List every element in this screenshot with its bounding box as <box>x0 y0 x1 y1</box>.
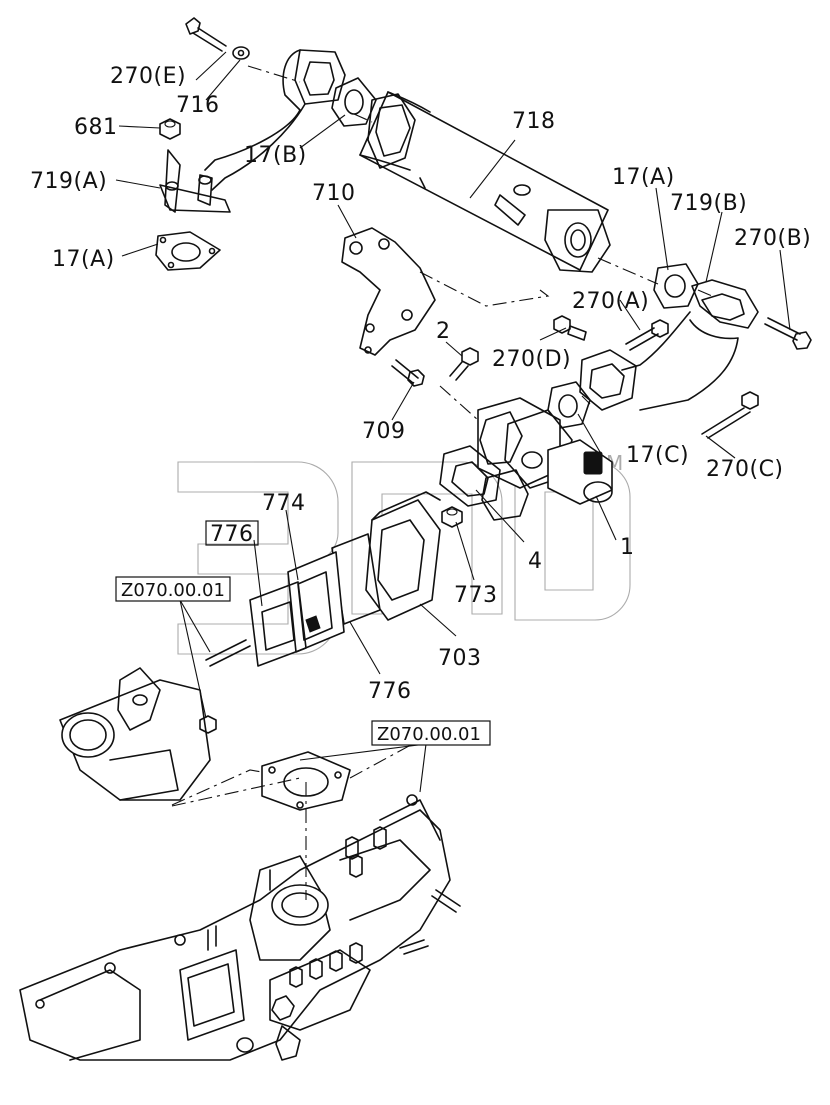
egr-valve <box>477 397 613 505</box>
leader-lines <box>115 51 791 793</box>
nut-681 <box>159 118 181 140</box>
callout-17a-right: 17(A) <box>612 165 675 190</box>
bolt-2 <box>449 347 479 381</box>
reference-box-lower[interactable]: Z070.00.01 <box>371 720 491 746</box>
callout-17b: 17(B) <box>244 143 307 168</box>
callout-703: 703 <box>438 646 482 671</box>
bolt-270d <box>553 315 587 341</box>
adapter-703 <box>365 491 441 621</box>
callout-4: 4 <box>528 549 543 574</box>
gasket-776 <box>249 581 307 667</box>
bolt-270c <box>701 391 759 439</box>
callout-labels: 270(E) 716 681 719(A) 17(A) 17(B) 718 71… <box>30 64 811 704</box>
bracket-710 <box>341 227 436 356</box>
callout-719a: 719(A) <box>30 169 107 194</box>
gasket-4 <box>439 445 529 521</box>
callout-1: 1 <box>620 535 635 560</box>
callout-774: 774 <box>262 491 306 516</box>
spacer-774 <box>287 533 381 653</box>
reference-box-upper[interactable]: Z070.00.01 <box>115 576 231 602</box>
bolt-270a <box>625 319 669 351</box>
callout-773: 773 <box>454 583 498 608</box>
callout-776-bottom: 776 <box>368 679 412 704</box>
callout-718: 718 <box>512 109 556 134</box>
callout-270b: 270(B) <box>734 226 811 251</box>
callout-719b: 719(B) <box>670 191 747 216</box>
callout-2: 2 <box>436 319 451 344</box>
callout-681: 681 <box>74 115 118 140</box>
callout-776-top: 776 <box>210 522 254 547</box>
callout-710: 710 <box>312 181 356 206</box>
gasket-17a-right <box>653 263 699 309</box>
callout-17a-left: 17(A) <box>52 247 115 272</box>
callout-17c: 17(C) <box>626 443 689 468</box>
pipe-719b <box>579 279 759 411</box>
intake-manifold <box>19 794 461 1061</box>
reference-lower-label: Z070.00.01 <box>377 724 481 745</box>
callout-270a: 270(A) <box>572 289 649 314</box>
callout-776-box <box>205 520 259 546</box>
callout-709: 709 <box>362 419 406 444</box>
gasket-17a-left <box>155 231 221 271</box>
egr-cooler-718 <box>359 91 611 273</box>
intake-elbow <box>59 667 211 801</box>
callout-270c: 270(C) <box>706 457 784 482</box>
callout-270d: 270(D) <box>492 347 571 372</box>
bolt-270e <box>185 17 250 60</box>
bolt-270b <box>764 317 812 350</box>
nut-773 <box>441 506 463 528</box>
callout-270e: 270(E) <box>110 64 186 89</box>
bolt-709 <box>391 359 425 387</box>
stud-and-nut <box>199 639 251 734</box>
pipe-719a <box>159 49 346 213</box>
callout-716: 716 <box>176 93 220 118</box>
reference-upper-label: Z070.00.01 <box>121 580 225 601</box>
